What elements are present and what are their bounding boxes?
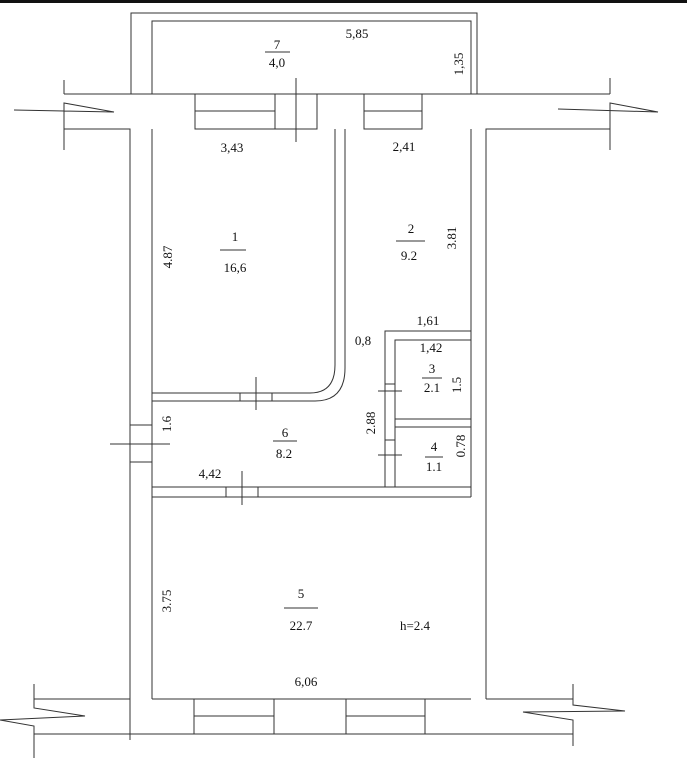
- room-area: 9.2: [401, 248, 417, 263]
- dim-room5-length: 3.75: [159, 590, 174, 613]
- dim-gap: 0,8: [355, 333, 371, 348]
- room-area: 16,6: [224, 260, 247, 275]
- room-number: 1: [232, 229, 239, 244]
- dim-room1-width: 3,43: [221, 140, 244, 155]
- dim-balcony-width: 5,85: [346, 26, 369, 41]
- dim-room2-width: 2,41: [393, 139, 416, 154]
- dim-hall-length: 2.88: [363, 412, 378, 435]
- room-area: 1.1: [426, 459, 442, 474]
- dim-room5-width: 6,06: [295, 674, 318, 689]
- room-number: 4: [431, 439, 438, 454]
- top-windows: [194, 78, 423, 142]
- dim-block-width: 1,61: [417, 313, 440, 328]
- dimension-labels: 5,85 1,35 3,43 4.87 2,41 3.81 1,61 1,42 …: [159, 26, 468, 689]
- ceiling-height: h=2.4: [400, 618, 431, 633]
- dim-balcony-depth: 1,35: [451, 53, 466, 76]
- dim-hall-depth: 1.6: [159, 415, 174, 432]
- room-area: 8.2: [276, 446, 292, 461]
- room-number: 5: [298, 586, 305, 601]
- room-2-label: 2 9.2: [396, 221, 425, 263]
- room-3-label: 3 2.1: [422, 361, 442, 395]
- dim-room3-width: 1,42: [420, 340, 443, 355]
- bottom-exterior-wall: [0, 684, 626, 758]
- room-number: 7: [274, 37, 281, 52]
- room-5-label: 5 22.7: [284, 586, 318, 633]
- room-number: 3: [429, 361, 436, 376]
- room-number: 2: [408, 221, 415, 236]
- dim-hall-width: 4,42: [199, 466, 222, 481]
- room-4-label: 4 1.1: [425, 439, 443, 474]
- balcony-walls: [130, 12, 478, 94]
- dim-room4-length: 0.78: [453, 435, 468, 458]
- dim-room2-length: 3.81: [444, 227, 459, 250]
- dim-room3-length: 1.5: [449, 377, 464, 393]
- top-border: [0, 0, 687, 3]
- room-7-label: 7 4,0: [265, 37, 290, 70]
- room-area: 22.7: [290, 618, 313, 633]
- room-area: 4,0: [269, 55, 285, 70]
- top-exterior-wall: [13, 78, 659, 740]
- dim-room1-length: 4.87: [160, 245, 175, 268]
- room-area: 2.1: [424, 380, 440, 395]
- interior-walls: [110, 129, 472, 699]
- room-number: 6: [282, 425, 289, 440]
- room-1-label: 1 16,6: [220, 229, 247, 275]
- room-6-label: 6 8.2: [273, 425, 297, 461]
